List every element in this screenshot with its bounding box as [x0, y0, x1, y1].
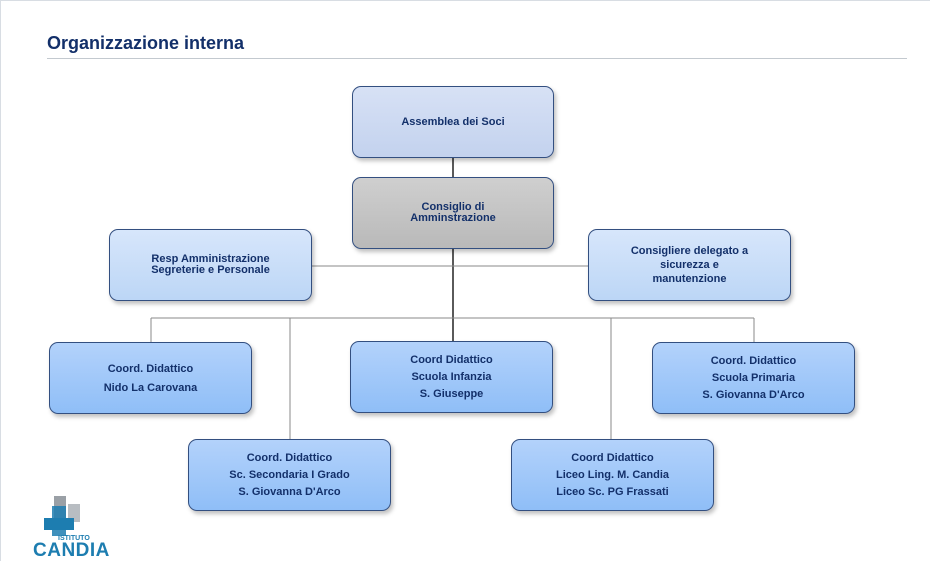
node-line: Scuola Infanzia — [411, 371, 492, 383]
node-line: Liceo Sc. PG Frassati — [556, 486, 669, 498]
node-line: Assemblea dei Soci — [401, 116, 505, 128]
node-line: Coord Didattico — [410, 354, 493, 366]
page-title: Organizzazione interna — [47, 33, 245, 53]
node-line: S. Giovanna D'Arco — [702, 389, 805, 401]
node-line: Coord Didattico — [571, 452, 654, 464]
node-line: Resp Amministrazione — [151, 253, 270, 265]
node-line: Coord. Didattico — [710, 355, 797, 367]
istituto-candia-logo — [44, 496, 80, 536]
node-line: manutenzione — [652, 272, 727, 285]
node-line: Consigliere delegato a — [630, 244, 749, 257]
node-assemblea-text: Assemblea dei Soci — [401, 116, 504, 128]
node-line: Liceo Ling. M. Candia — [555, 469, 670, 481]
node-assemblea-soci: Assemblea dei Soci — [352, 86, 554, 158]
node-line: Consiglio di — [421, 201, 485, 213]
node-line: S. Giovanna D'Arco — [238, 486, 341, 498]
node-line: Nido La Carovana — [103, 381, 198, 394]
frame-left-border — [0, 0, 1, 561]
node-line: S. Giuseppe — [419, 388, 484, 400]
logo-candia-text: CANDIA — [33, 540, 110, 561]
logo-istituto-text: ISTITUTO — [58, 535, 90, 542]
node-line: Scuola Primaria — [711, 372, 796, 384]
title-underline — [47, 58, 907, 59]
node-line: Coord. Didattico — [246, 452, 333, 464]
node-line: Segreterie e Personale — [151, 264, 270, 276]
node-line: Sc. Secondaria I Grado — [229, 469, 350, 481]
frame-top-border — [0, 0, 930, 1]
node-line: Coord. Didattico — [107, 362, 194, 375]
node-line: Amminstrazione — [410, 212, 496, 224]
node-line: sicurezza e — [660, 258, 719, 271]
